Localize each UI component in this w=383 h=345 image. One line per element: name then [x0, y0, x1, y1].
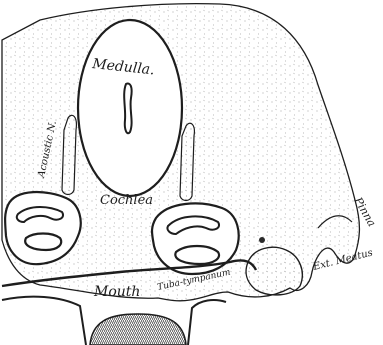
acoustic-nerve-right: [180, 123, 194, 200]
label-cochlea: Cochlea: [100, 193, 153, 208]
central-canal: [124, 84, 131, 134]
label-mouth: Mouth: [93, 284, 140, 300]
tongue-mass: [90, 314, 186, 345]
